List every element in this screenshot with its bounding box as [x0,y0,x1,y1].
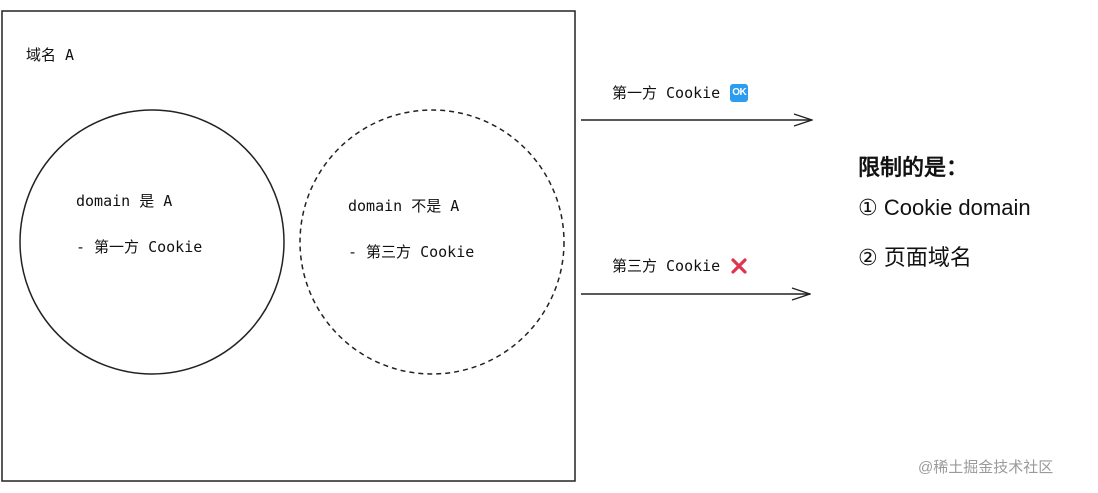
third-party-arrow-label: 第三方 Cookie [612,257,721,275]
first-party-arrow-label: 第一方 Cookie [612,84,721,102]
first-party-circle-domain-text: domain 是 A [76,192,173,210]
restriction-item-cookie-domain: ① Cookie domain [858,195,1031,220]
third-party-circle [299,109,565,375]
restriction-item-page-domain: ② 页面域名 [858,245,972,270]
third-party-arrow-label-group: 第三方 Cookie [612,255,748,276]
watermark: @稀土掘金技术社区 [918,459,1054,476]
restriction-title: 限制的是： [858,155,969,180]
first-party-circle [19,109,285,375]
ok-badge-icon: OK [730,83,749,102]
third-party-circle-type-text: - 第三方 Cookie [348,243,475,261]
first-party-arrow-label-group: 第一方 Cookie OK [612,82,749,103]
domain-box [1,10,576,482]
third-party-circle-domain-text: domain 不是 A [348,197,460,215]
first-party-circle-type-text: - 第一方 Cookie [76,238,203,256]
domain-box-label: 域名 A [26,46,75,64]
cross-mark-icon [731,257,747,274]
